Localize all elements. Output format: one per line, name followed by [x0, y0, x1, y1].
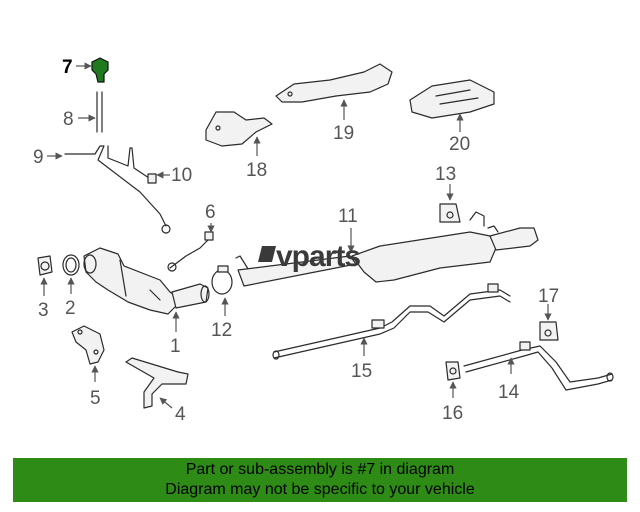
- callout-7[interactable]: 7: [62, 57, 73, 78]
- callout-12[interactable]: 12: [211, 320, 232, 341]
- callout-19[interactable]: 19: [333, 123, 354, 144]
- watermark-text: vparts: [276, 240, 360, 273]
- part-16-clamp[interactable]: [445, 361, 461, 381]
- callout-3[interactable]: 3: [38, 300, 49, 321]
- part-12-clamp[interactable]: [211, 265, 233, 295]
- exhaust-parts-diagram: 7 8 9 10 6 3 2: [33, 57, 614, 425]
- callout-14[interactable]: 14: [498, 382, 520, 403]
- callout-4[interactable]: 4: [175, 404, 186, 425]
- part-4-bracket[interactable]: [125, 357, 189, 409]
- vparts-watermark: vparts: [258, 240, 361, 273]
- leader-4: [159, 397, 173, 409]
- banner-line-1: Part or sub-assembly is #7 in diagram: [185, 461, 455, 478]
- callout-5[interactable]: 5: [90, 388, 101, 409]
- part-8-hose[interactable]: [96, 91, 103, 133]
- part-18-heat-shield[interactable]: [205, 111, 273, 147]
- part-5-bracket[interactable]: [71, 325, 105, 365]
- callout-1[interactable]: 1: [170, 336, 181, 357]
- callout-9[interactable]: 9: [33, 147, 44, 168]
- callout-11[interactable]: 11: [338, 206, 358, 227]
- part-3-clamp[interactable]: [37, 255, 53, 276]
- part-7-sensor[interactable]: [91, 57, 109, 83]
- callout-2[interactable]: 2: [65, 298, 76, 319]
- callout-16[interactable]: 16: [442, 403, 463, 424]
- callout-18[interactable]: 18: [246, 160, 267, 181]
- callout-20[interactable]: 20: [449, 134, 470, 155]
- info-banner: Part or sub-assembly is #7 in diagram Di…: [13, 458, 627, 502]
- callout-17[interactable]: 17: [538, 286, 559, 307]
- part-1-converter[interactable]: [83, 247, 210, 315]
- callout-8[interactable]: 8: [63, 109, 74, 130]
- part-19-heat-shield[interactable]: [275, 63, 393, 103]
- part-20-heat-shield[interactable]: [409, 79, 495, 119]
- callout-6[interactable]: 6: [205, 202, 216, 223]
- callout-15[interactable]: 15: [351, 361, 372, 382]
- part-6-sensor[interactable]: [167, 231, 214, 272]
- banner-line-2: Diagram may not be specific to your vehi…: [165, 481, 475, 498]
- part-10-pipe[interactable]: [107, 145, 157, 184]
- callout-13[interactable]: 13: [435, 164, 456, 185]
- part-17-hanger[interactable]: [539, 321, 559, 341]
- part-11-muffler[interactable]: [235, 211, 539, 287]
- part-13-hanger[interactable]: [439, 203, 461, 223]
- part-14-pipe[interactable]: [463, 341, 614, 391]
- part-15-pipe[interactable]: [272, 283, 511, 360]
- part-9-pipe[interactable]: [64, 145, 171, 234]
- part-2-gasket[interactable]: [62, 254, 80, 276]
- callout-10[interactable]: 10: [171, 165, 192, 186]
